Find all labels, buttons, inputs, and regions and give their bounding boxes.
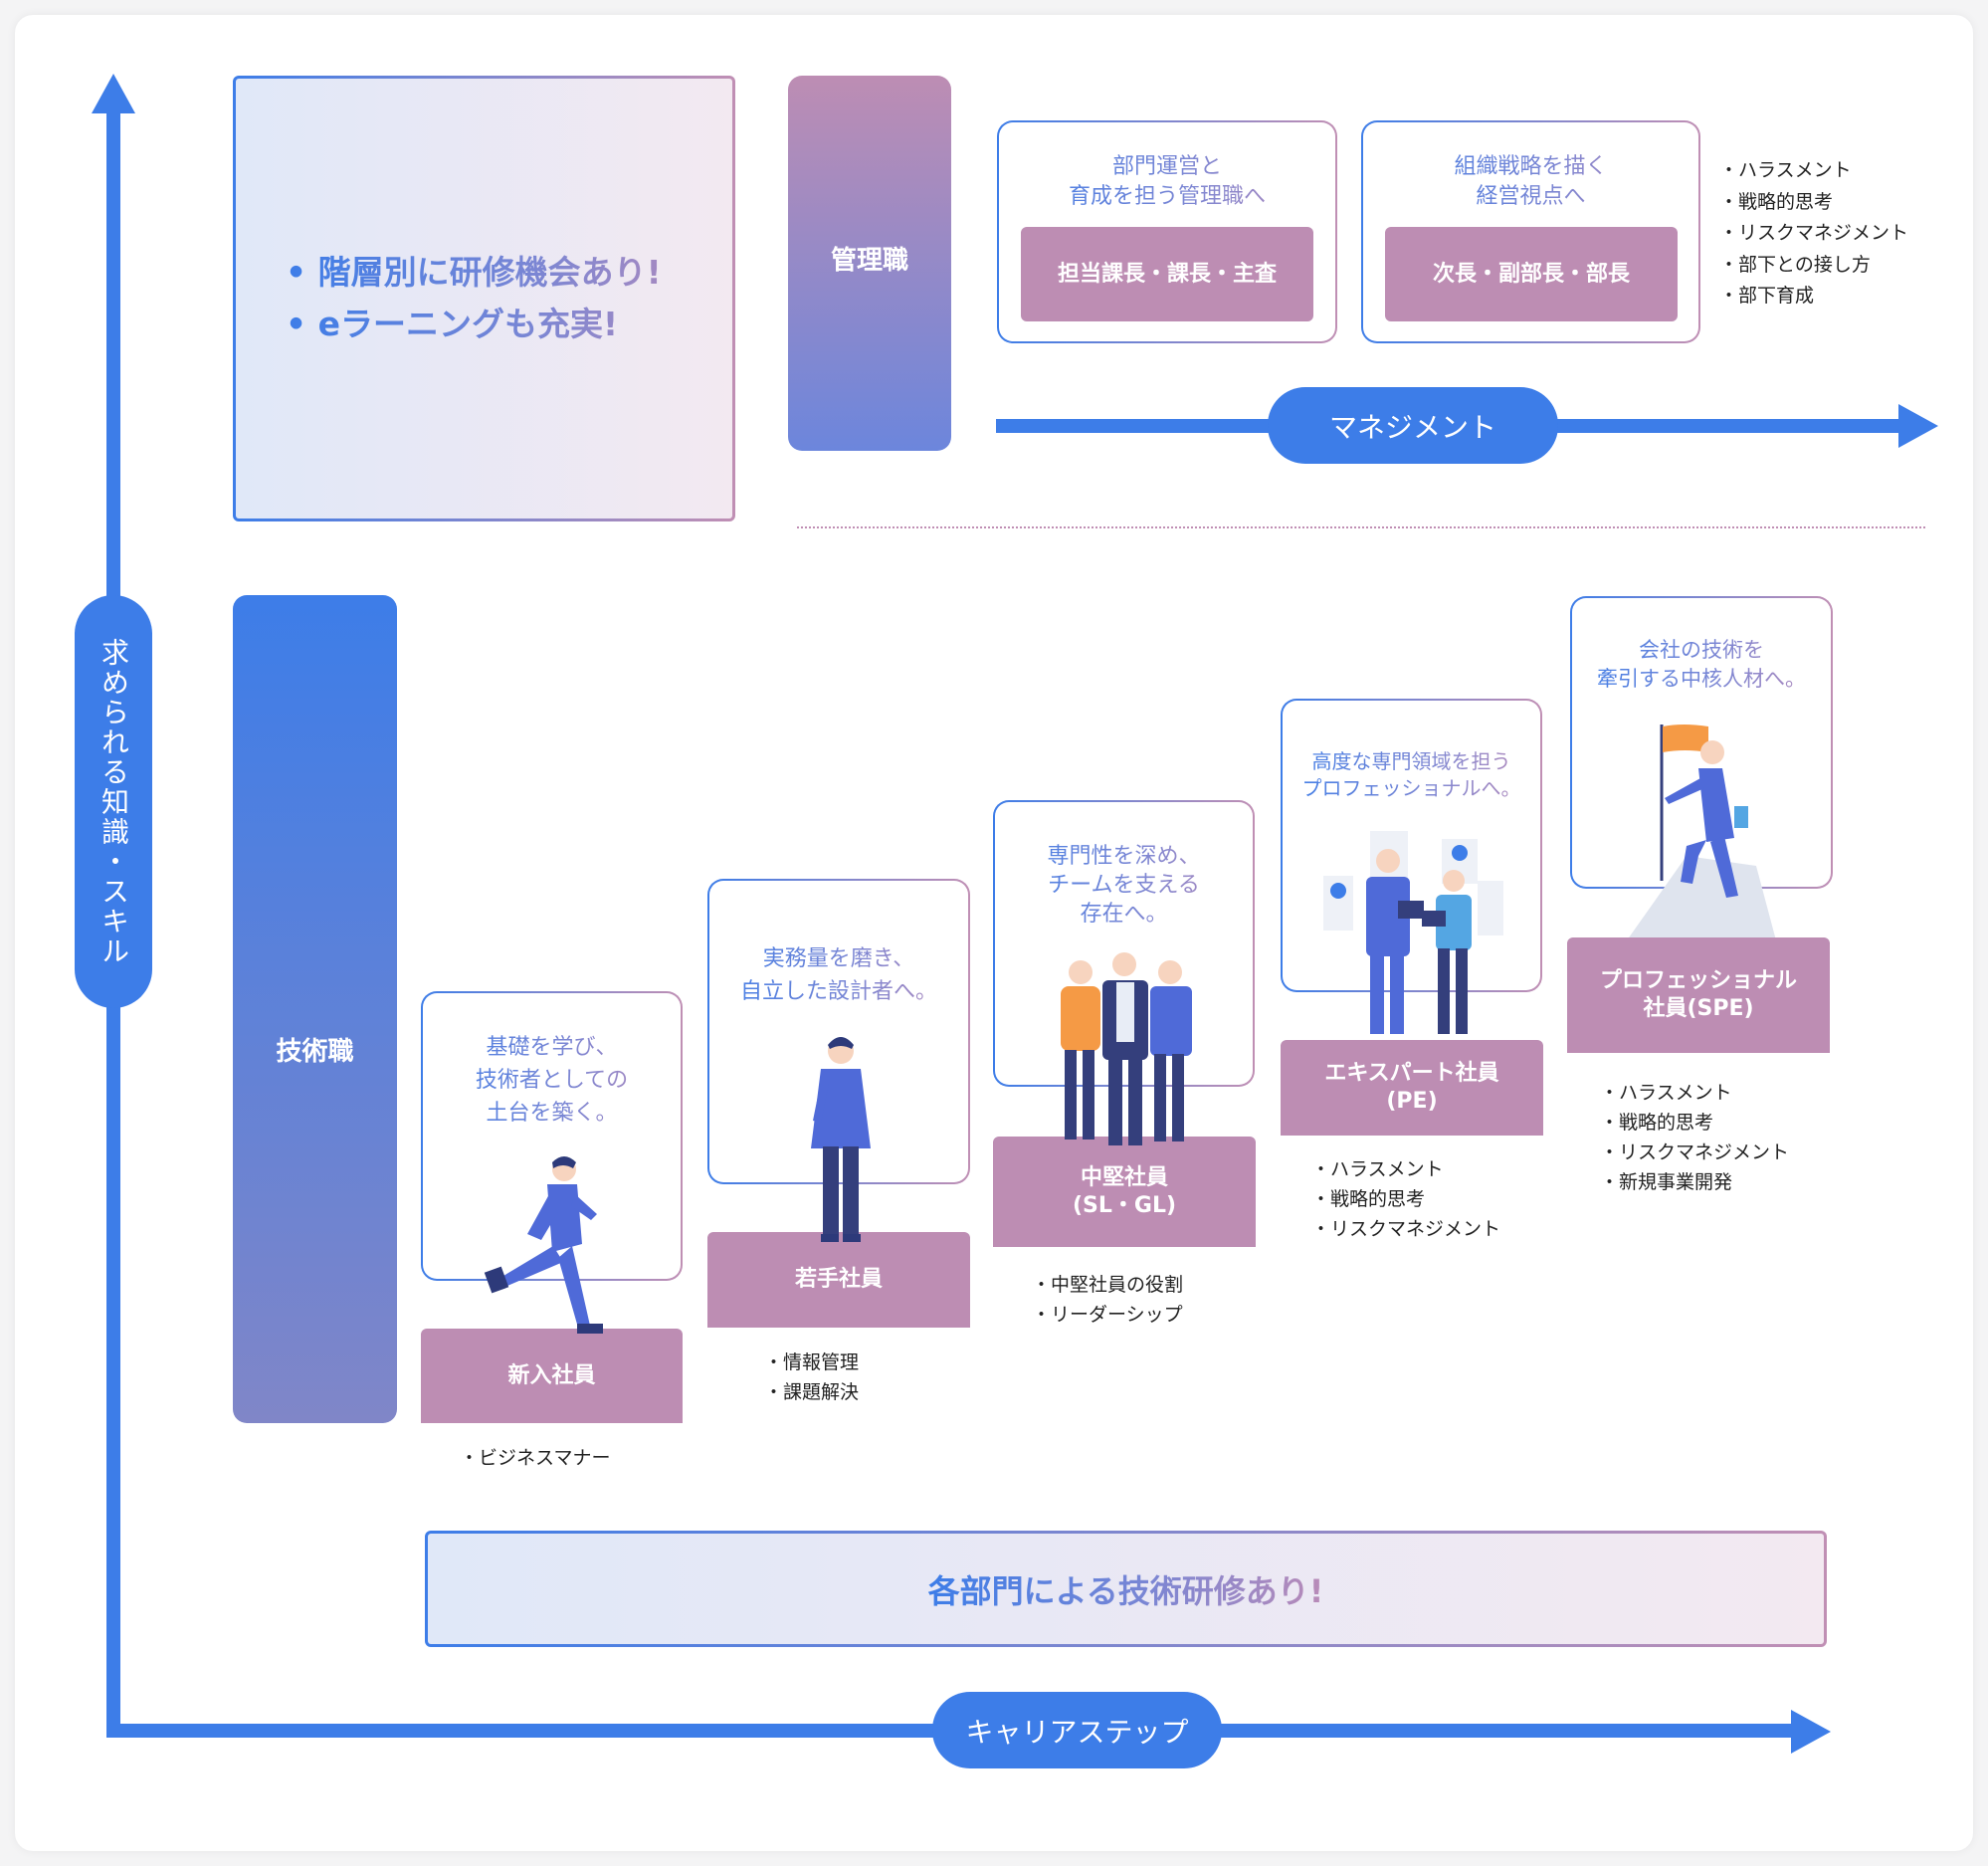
management-role-label: 管理職 (830, 246, 908, 276)
management-card: 部門運営と育成を担う管理職へ 担当課長・課長・主査 (997, 120, 1337, 343)
horizontal-axis-label-pill: キャリアステップ (932, 1692, 1222, 1768)
management-arrowhead-icon (1898, 404, 1938, 448)
management-card: 組織戦略を描く経営視点へ 次長・副部長・部長 (1361, 120, 1700, 343)
step-skills-mid-level: 中堅社員の役割 リーダーシップ (1032, 1270, 1183, 1330)
management-arrow-pill: マネジメント (1268, 387, 1558, 464)
horizontal-axis-arrowhead-icon (1791, 1710, 1831, 1754)
management-skills-list: ハラスメント 戦略的思考 リスクマネジメント 部下との接し方 部下育成 (1719, 155, 1908, 312)
skill-item: 部下育成 (1719, 281, 1908, 312)
management-card-caption: 組織戦略を描く経営視点へ (1363, 152, 1698, 212)
skill-item: ビジネスマナー (460, 1443, 610, 1473)
step-caption: 会社の技術を牽引する中核人材へ。 (1572, 636, 1831, 694)
technical-training-banner-text: 各部門による技術研修あり! (928, 1566, 1324, 1612)
skill-item: 戦略的思考 (1719, 187, 1908, 219)
step-skills-professional: ハラスメント 戦略的思考 リスクマネジメント 新規事業開発 (1600, 1078, 1789, 1197)
team-of-three-icon (1061, 952, 1192, 1145)
skill-item: 情報管理 (764, 1348, 859, 1377)
vertical-axis-label: 求められる知識・スキル (98, 637, 130, 966)
vertical-axis-arrowhead-icon (92, 74, 135, 113)
flag-on-summit-icon (1627, 725, 1776, 940)
skill-item: ハラスメント (1600, 1078, 1789, 1108)
management-arrow-label: マネジメント (1328, 410, 1496, 444)
skill-item: 中堅社員の役割 (1032, 1270, 1183, 1300)
step-card-expert: 高度な専門領域を担うプロフェッショナルへ。 (1281, 699, 1542, 992)
step-label-mid-level: 中堅社員(SL・GL) (993, 1137, 1256, 1247)
running-man-icon (484, 1156, 603, 1334)
step-caption: 専門性を深め、チームを支える存在へ。 (995, 842, 1253, 929)
management-card-caption: 部門運営と育成を担う管理職へ (999, 152, 1335, 212)
standing-worker-icon (811, 1037, 871, 1242)
step-skills-new-hire: ビジネスマナー (460, 1443, 610, 1473)
skill-item: ハラスメント (1719, 155, 1908, 187)
step-caption: 高度な専門領域を担うプロフェッショナルへ。 (1283, 748, 1540, 802)
step-label-new-hire: 新入社員 (421, 1329, 683, 1423)
step-caption: 実務量を磨き、自立した設計者へ。 (709, 942, 968, 1008)
technical-training-banner: 各部門による技術研修あり! (425, 1531, 1827, 1647)
training-promo-box: • 階層別に研修機会あり! • eラーニングも充実! (233, 76, 735, 521)
management-positions-label: 次長・副部長・部長 (1385, 227, 1678, 321)
skill-item: リーダーシップ (1032, 1300, 1183, 1330)
skill-item: ハラスメント (1311, 1154, 1500, 1184)
step-label-professional: プロフェッショナル社員(SPE) (1567, 937, 1830, 1053)
management-positions-label: 担当課長・課長・主査 (1021, 227, 1313, 321)
step-label-young-employee: 若手社員 (707, 1232, 970, 1328)
horizontal-axis-label: キャリアステップ (965, 1715, 1189, 1749)
step-caption: 基礎を学び、技術者としての土台を築く。 (423, 1031, 681, 1130)
step-label-expert: エキスパート社員(PE) (1281, 1040, 1543, 1136)
management-role-bar: 管理職 (788, 76, 951, 451)
skill-item: 部下との接し方 (1719, 250, 1908, 282)
vertical-axis-label-pill: 求められる知識・スキル (75, 595, 152, 1008)
skill-item: 戦略的思考 (1311, 1184, 1500, 1214)
promo-line: • eラーニングも充実! (286, 299, 732, 350)
two-professionals-icon (1323, 831, 1503, 1034)
step-skills-young-employee: 情報管理 課題解決 (764, 1348, 859, 1407)
technical-role-bar: 技術職 (233, 595, 397, 1423)
skill-item: リスクマネジメント (1719, 218, 1908, 250)
skill-item: 戦略的思考 (1600, 1108, 1789, 1138)
promo-line: • 階層別に研修機会あり! (286, 247, 732, 299)
step-skills-expert: ハラスメント 戦略的思考 リスクマネジメント (1311, 1154, 1500, 1244)
skill-item: リスクマネジメント (1311, 1214, 1500, 1244)
technical-role-label: 技術職 (276, 1036, 354, 1067)
section-divider (797, 526, 1925, 528)
skill-item: 課題解決 (764, 1377, 859, 1407)
skill-item: 新規事業開発 (1600, 1167, 1789, 1197)
skill-item: リスクマネジメント (1600, 1138, 1789, 1167)
